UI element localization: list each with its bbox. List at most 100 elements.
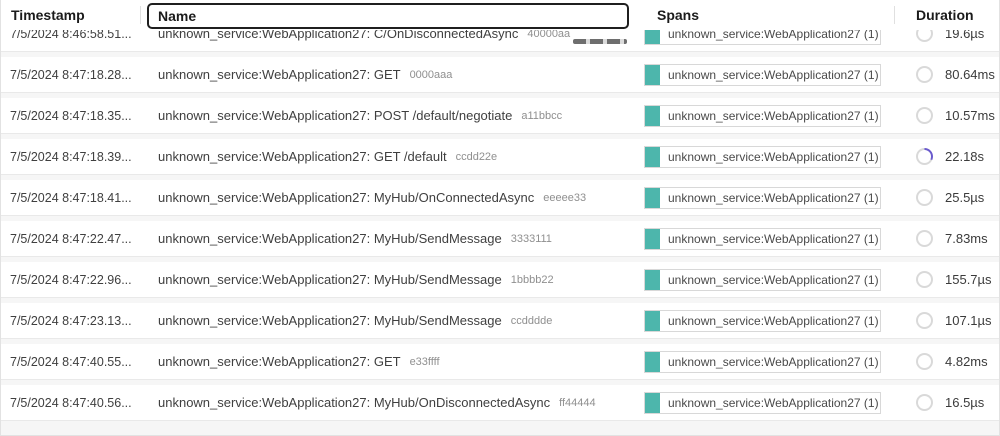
trace-name: unknown_service:WebApplication27: MyHub/… bbox=[158, 395, 551, 410]
trace-name: unknown_service:WebApplication27: POST /… bbox=[158, 108, 513, 123]
trace-id: 40000aa bbox=[527, 27, 571, 40]
span-color-block bbox=[645, 351, 660, 372]
span-pill[interactable]: unknown_service:WebApplication27 (1) bbox=[644, 350, 881, 373]
trace-duration-cell: 16.5µs bbox=[896, 385, 999, 420]
span-color-block bbox=[645, 64, 660, 85]
trace-row[interactable]: 7/5/2024 8:47:22.47... unknown_service:W… bbox=[1, 221, 999, 257]
duration-value: 107.1µs bbox=[945, 313, 992, 328]
span-pill[interactable]: unknown_service:WebApplication27 (1) bbox=[644, 145, 881, 168]
trace-id: eeeee33 bbox=[543, 191, 587, 204]
span-color-block bbox=[645, 310, 660, 331]
span-color-block bbox=[645, 146, 660, 167]
trace-id: e33ffff bbox=[409, 355, 440, 368]
trace-rows-container: 7/5/2024 8:46:58.51... unknown_service:W… bbox=[1, 16, 999, 426]
span-pill-label: unknown_service:WebApplication27 (1) bbox=[668, 354, 879, 369]
trace-row[interactable]: 7/5/2024 8:47:18.39... unknown_service:W… bbox=[1, 139, 999, 175]
trace-id: 0000aaa bbox=[409, 68, 453, 81]
duration-ring-icon bbox=[916, 353, 933, 370]
trace-row[interactable]: 7/5/2024 8:47:18.28... unknown_service:W… bbox=[1, 57, 999, 93]
span-color-block bbox=[645, 392, 660, 413]
trace-name-cell: unknown_service:WebApplication27: GET 00… bbox=[149, 57, 644, 92]
span-pill[interactable]: unknown_service:WebApplication27 (1) bbox=[644, 309, 881, 332]
trace-spans-cell: unknown_service:WebApplication27 (1) bbox=[644, 98, 896, 133]
trace-timestamp: 7/5/2024 8:47:18.41... bbox=[10, 190, 132, 205]
span-pill[interactable]: unknown_service:WebApplication27 (1) bbox=[644, 63, 881, 86]
span-pill-label: unknown_service:WebApplication27 (1) bbox=[668, 395, 879, 410]
span-pill-label: unknown_service:WebApplication27 (1) bbox=[668, 231, 879, 246]
duration-value: 25.5µs bbox=[945, 190, 985, 205]
trace-row[interactable]: 7/5/2024 8:47:18.41... unknown_service:W… bbox=[1, 180, 999, 216]
duration-ring-icon bbox=[916, 312, 933, 329]
trace-spans-cell: unknown_service:WebApplication27 (1) bbox=[644, 180, 896, 215]
span-pill[interactable]: unknown_service:WebApplication27 (1) bbox=[644, 268, 881, 291]
trace-spans-cell: unknown_service:WebApplication27 (1) bbox=[644, 139, 896, 174]
trace-name: unknown_service:WebApplication27: GET bbox=[158, 354, 401, 369]
column-header-spans[interactable]: Spans bbox=[657, 7, 700, 23]
duration-value: 7.83ms bbox=[945, 231, 988, 246]
trace-timestamp: 7/5/2024 8:47:18.35... bbox=[10, 108, 132, 123]
trace-timestamp: 7/5/2024 8:47:18.28... bbox=[10, 67, 132, 82]
trace-timestamp: 7/5/2024 8:47:40.56... bbox=[10, 395, 132, 410]
column-header-timestamp[interactable]: Timestamp bbox=[11, 7, 85, 23]
trace-duration-cell: 7.83ms bbox=[896, 221, 999, 256]
trace-id: a11bbcc bbox=[521, 109, 563, 122]
span-pill[interactable]: unknown_service:WebApplication27 (1) bbox=[644, 104, 881, 127]
span-color-block bbox=[645, 187, 660, 208]
span-pill[interactable]: unknown_service:WebApplication27 (1) bbox=[644, 391, 881, 414]
trace-duration-cell: 4.82ms bbox=[896, 344, 999, 379]
trace-duration-cell: 155.7µs bbox=[896, 262, 999, 297]
duration-ring-icon bbox=[916, 189, 933, 206]
span-pill-label: unknown_service:WebApplication27 (1) bbox=[668, 190, 879, 205]
trace-duration-cell: 10.57ms bbox=[896, 98, 999, 133]
trace-id: ccdd22e bbox=[455, 150, 498, 163]
span-pill-label: unknown_service:WebApplication27 (1) bbox=[668, 313, 879, 328]
span-pill[interactable]: unknown_service:WebApplication27 (1) bbox=[644, 227, 881, 250]
trace-duration-cell: 80.64ms bbox=[896, 57, 999, 92]
trace-spans-cell: unknown_service:WebApplication27 (1) bbox=[644, 221, 896, 256]
trace-timestamp: 7/5/2024 8:47:22.96... bbox=[10, 272, 132, 287]
trace-id: 1bbbb22 bbox=[510, 273, 554, 286]
duration-ring-icon bbox=[916, 148, 933, 165]
trace-duration-cell: 25.5µs bbox=[896, 180, 999, 215]
trace-timestamp: 7/5/2024 8:47:18.39... bbox=[10, 149, 132, 164]
trace-name-cell: unknown_service:WebApplication27: GET /d… bbox=[149, 139, 644, 174]
trace-name: unknown_service:WebApplication27: GET bbox=[158, 67, 401, 82]
trace-timestamp: 7/5/2024 8:47:22.47... bbox=[10, 231, 132, 246]
trace-id: 3333111 bbox=[510, 232, 552, 245]
trace-row[interactable]: 7/5/2024 8:47:40.55... unknown_service:W… bbox=[1, 344, 999, 380]
trace-name: unknown_service:WebApplication27: MyHub/… bbox=[158, 313, 502, 328]
column-header-duration[interactable]: Duration bbox=[916, 7, 974, 23]
trace-spans-cell: unknown_service:WebApplication27 (1) bbox=[644, 57, 896, 92]
trace-timestamp: 7/5/2024 8:47:40.55... bbox=[10, 354, 132, 369]
trace-timestamp: 7/5/2024 8:47:23.13... bbox=[10, 313, 132, 328]
span-pill-label: unknown_service:WebApplication27 (1) bbox=[668, 26, 879, 41]
duration-value: 16.5µs bbox=[945, 395, 985, 410]
span-pill[interactable]: unknown_service:WebApplication27 (1) bbox=[644, 186, 881, 209]
trace-spans-cell: unknown_service:WebApplication27 (1) bbox=[644, 344, 896, 379]
trace-name-cell: unknown_service:WebApplication27: MyHub/… bbox=[149, 303, 644, 338]
trace-row[interactable]: 7/5/2024 8:47:40.56... unknown_service:W… bbox=[1, 385, 999, 421]
trace-name: unknown_service:WebApplication27: MyHub/… bbox=[158, 231, 502, 246]
duration-ring-icon bbox=[916, 271, 933, 288]
name-column-filter-box[interactable]: Name bbox=[147, 3, 629, 29]
trace-duration-cell: 107.1µs bbox=[896, 303, 999, 338]
trace-name-cell: unknown_service:WebApplication27: MyHub/… bbox=[149, 221, 644, 256]
trace-row[interactable]: 7/5/2024 8:47:23.13... unknown_service:W… bbox=[1, 303, 999, 339]
duration-ring-icon bbox=[916, 230, 933, 247]
span-pill-label: unknown_service:WebApplication27 (1) bbox=[668, 108, 879, 123]
trace-name-cell: unknown_service:WebApplication27: MyHub/… bbox=[149, 262, 644, 297]
trace-spans-cell: unknown_service:WebApplication27 (1) bbox=[644, 385, 896, 420]
duration-ring-icon bbox=[916, 107, 933, 124]
trace-row[interactable]: 7/5/2024 8:47:22.96... unknown_service:W… bbox=[1, 262, 999, 298]
trace-row[interactable]: 7/5/2024 8:47:18.35... unknown_service:W… bbox=[1, 98, 999, 134]
trace-timestamp: 7/5/2024 8:46:58.51... bbox=[10, 26, 132, 41]
duration-ring-icon bbox=[916, 66, 933, 83]
duration-value: 155.7µs bbox=[945, 272, 992, 287]
trace-name-cell: unknown_service:WebApplication27: GET e3… bbox=[149, 344, 644, 379]
span-color-block bbox=[645, 228, 660, 249]
name-column-filter-label: Name bbox=[158, 8, 197, 24]
trace-name: unknown_service:WebApplication27: GET /d… bbox=[158, 149, 447, 164]
trace-name-cell: unknown_service:WebApplication27: MyHub/… bbox=[149, 385, 644, 420]
duration-value: 80.64ms bbox=[945, 67, 995, 82]
